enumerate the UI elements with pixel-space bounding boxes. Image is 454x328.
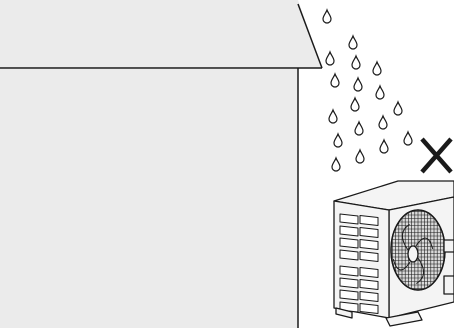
raindrop-icon [331,156,341,172]
louver-slot [339,237,359,249]
louver-slot [359,239,379,250]
cross-icon [420,137,453,174]
unit-valve-cover [443,275,454,295]
louver-slot [359,227,379,238]
raindrop-icon [353,76,363,92]
raindrop-icon [325,50,335,66]
raindrop-icon [351,54,361,70]
rain [322,8,413,172]
louver-slot [339,265,359,277]
raindrop-icon [322,8,332,24]
roof-slope-line [297,3,323,69]
louver-slot [339,277,359,289]
wall [0,69,298,328]
louver-slot [339,249,359,261]
raindrop-icon [372,60,382,76]
raindrop-icon [375,84,385,100]
louver-slot [359,267,379,278]
fan-blade [392,258,411,271]
unit-foot-left [335,307,353,319]
raindrop-icon [378,114,388,130]
outdoor-ac-unit [333,180,454,327]
raindrop-icon [348,34,358,50]
louver-slot [359,303,379,314]
louver-slot [359,251,379,262]
building [0,0,323,328]
raindrop-icon [328,108,338,124]
raindrop-icon [379,138,389,154]
louver-slot [339,213,359,225]
fan-blade [416,258,425,284]
raindrop-icon [393,100,403,116]
fan-blade [415,237,434,250]
louver-slot [359,291,379,302]
unit-service-panel [443,239,454,253]
raindrop-icon [330,72,340,88]
louver-slot [359,215,379,226]
unit-foot-right [385,311,423,327]
louver-slot [339,225,359,237]
louver-slot [339,289,359,301]
fan-grille [390,209,446,291]
raindrop-icon [403,130,413,146]
roof [0,0,322,68]
raindrop-icon [333,132,343,148]
raindrop-icon [355,148,365,164]
fan-blade [401,224,410,250]
louver-slot [359,279,379,290]
raindrop-icon [354,120,364,136]
raindrop-icon [350,96,360,112]
